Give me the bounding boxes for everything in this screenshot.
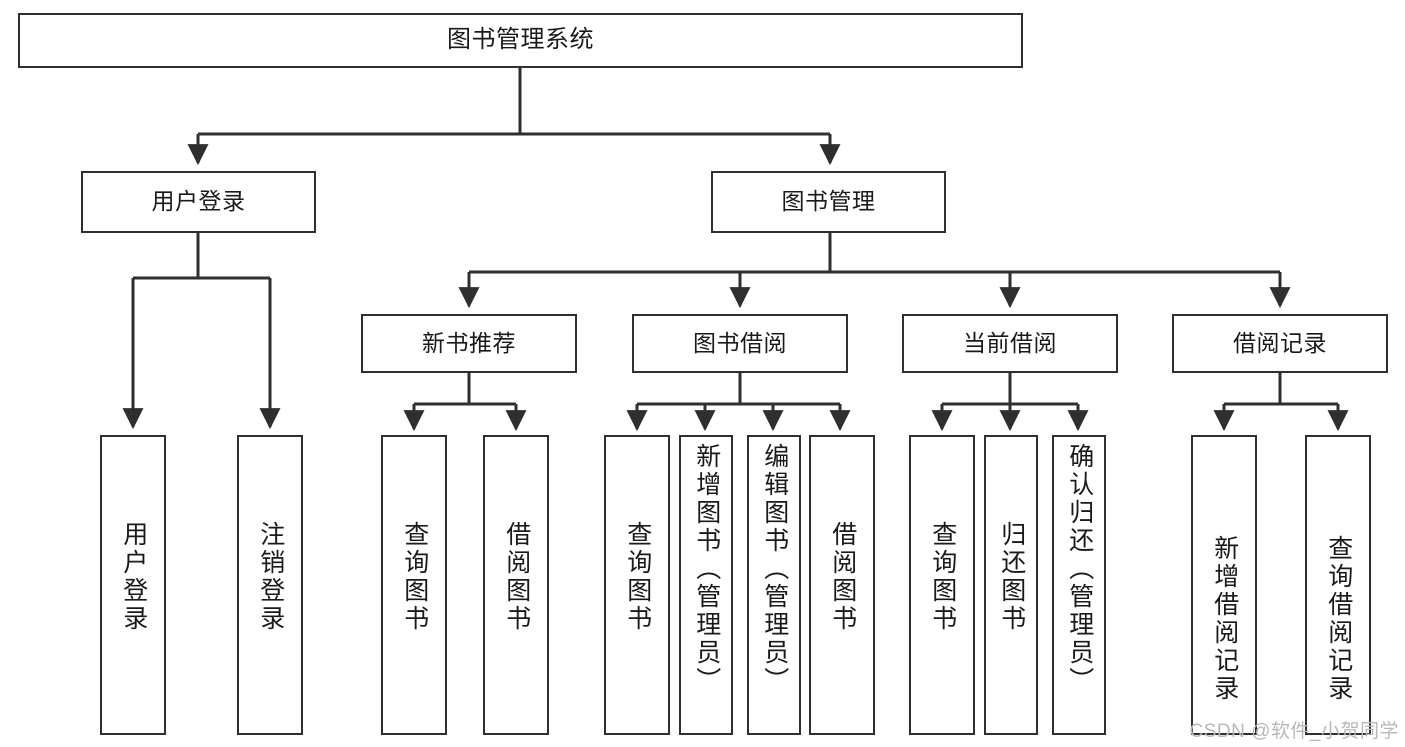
node-book-manage[interactable]: 图书管理 xyxy=(711,171,946,233)
node-leaf-query-book-3-label: 查询图书 xyxy=(928,521,957,633)
node-leaf-confirm-return[interactable]: 确认归还（管理员） xyxy=(1052,435,1106,735)
node-leaf-borrow-book-2-label: 借阅图书 xyxy=(828,521,857,633)
watermark: CSDN @软件_小贺同学 xyxy=(1189,721,1399,742)
node-leaf-query-book-2-label: 查询图书 xyxy=(623,521,652,633)
node-leaf-query-record[interactable]: 查询借阅记录 xyxy=(1305,435,1371,735)
node-leaf-user-login-label: 用户登录 xyxy=(119,521,148,633)
node-book-manage-label: 图书管理 xyxy=(781,188,876,215)
node-leaf-borrow-book-1-label: 借阅图书 xyxy=(502,521,531,633)
node-leaf-return-book-label: 归还图书 xyxy=(997,521,1026,633)
node-leaf-add-record[interactable]: 新增借阅记录 xyxy=(1191,435,1257,735)
node-leaf-logout-label: 注销登录 xyxy=(256,521,285,633)
node-borrow-record[interactable]: 借阅记录 xyxy=(1172,314,1388,373)
node-leaf-logout[interactable]: 注销登录 xyxy=(237,435,303,735)
node-user-login-label: 用户登录 xyxy=(151,188,246,215)
node-new-book-rec[interactable]: 新书推荐 xyxy=(361,314,577,373)
node-current-borrow-label: 当前借阅 xyxy=(963,329,1057,356)
node-leaf-query-book-2[interactable]: 查询图书 xyxy=(604,435,670,735)
node-leaf-query-book-3[interactable]: 查询图书 xyxy=(909,435,975,735)
node-leaf-return-book[interactable]: 归还图书 xyxy=(984,435,1038,735)
node-leaf-add-book[interactable]: 新增图书（管理员） xyxy=(679,435,733,735)
node-leaf-query-record-label: 查询借阅记录 xyxy=(1324,535,1353,703)
node-leaf-edit-book-label: 编辑图书（管理员） xyxy=(760,443,789,695)
node-leaf-borrow-book-2[interactable]: 借阅图书 xyxy=(809,435,875,735)
node-leaf-query-book-1-label: 查询图书 xyxy=(400,521,429,633)
node-leaf-edit-book[interactable]: 编辑图书（管理员） xyxy=(747,435,801,735)
node-borrow-record-label: 借阅记录 xyxy=(1233,329,1327,356)
node-root[interactable]: 图书管理系统 xyxy=(18,13,1023,68)
node-current-borrow[interactable]: 当前借阅 xyxy=(902,314,1118,373)
node-leaf-borrow-book-1[interactable]: 借阅图书 xyxy=(483,435,549,735)
node-root-label: 图书管理系统 xyxy=(447,26,594,54)
node-new-book-rec-label: 新书推荐 xyxy=(422,329,516,356)
node-book-borrow-label: 图书借阅 xyxy=(693,329,787,356)
node-leaf-add-book-label: 新增图书（管理员） xyxy=(692,443,721,695)
node-leaf-confirm-return-label: 确认归还（管理员） xyxy=(1065,443,1094,695)
node-leaf-add-record-label: 新增借阅记录 xyxy=(1210,535,1239,703)
node-user-login[interactable]: 用户登录 xyxy=(81,171,316,233)
node-book-borrow[interactable]: 图书借阅 xyxy=(632,314,848,373)
node-leaf-query-book-1[interactable]: 查询图书 xyxy=(381,435,447,735)
node-leaf-user-login[interactable]: 用户登录 xyxy=(100,435,166,735)
